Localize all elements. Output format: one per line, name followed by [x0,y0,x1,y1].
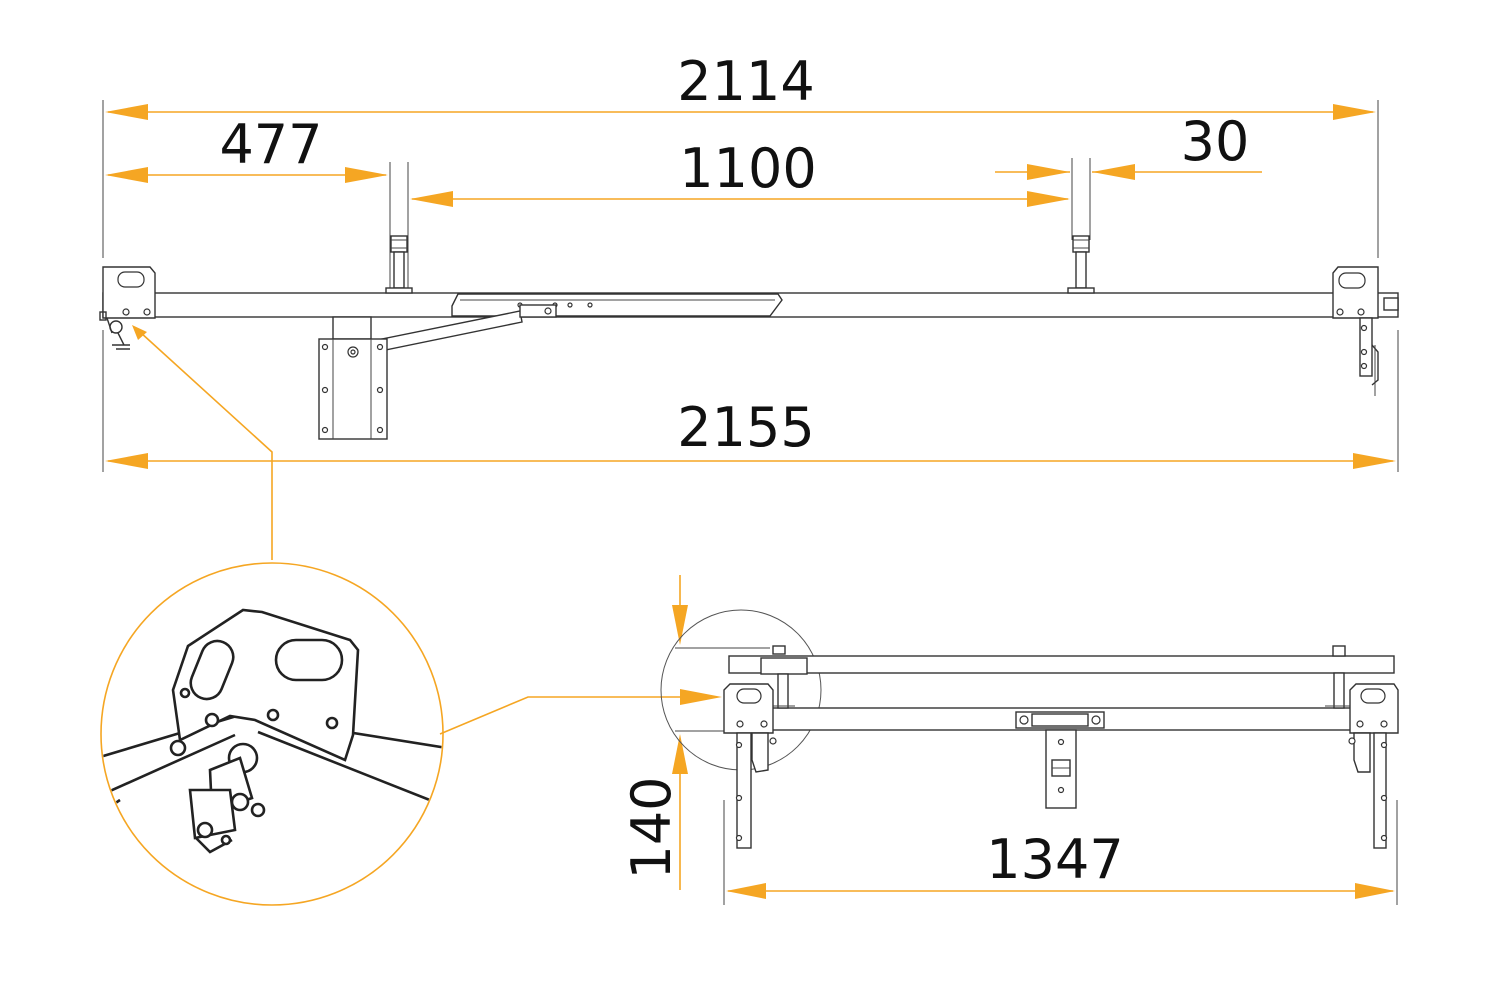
right-post [1067,235,1095,294]
dimension-label-140: 140 [620,776,683,879]
left-end-bracket [99,266,156,350]
dimension-30: 30 [995,110,1262,180]
gas-strut [371,304,557,353]
rack-side-view [99,235,1399,440]
dimension-label-2114: 2114 [677,50,814,113]
dimension-label-2155: 2155 [677,396,814,459]
dimension-2114: 2114 [105,50,1376,120]
dimension-label-1100: 1100 [679,137,816,200]
rack-front-view [660,609,1399,849]
dimension-label-30: 30 [1181,110,1250,173]
slide-rail [451,293,783,317]
dimension-label-1347: 1347 [986,828,1123,891]
front-right-bracket [1348,683,1399,849]
front-left-bracket [723,683,777,849]
top-dimensions: 2114 477 1100 30 [102,50,1399,472]
dimension-1100: 1100 [410,137,1070,207]
dimension-2155: 2155 [102,330,1399,472]
detail-zoom [102,608,442,854]
side-dimensions: 140 1347 [620,575,1398,905]
mounting-foot [318,316,388,440]
detail-callout [100,325,722,906]
right-end-bracket [1332,266,1399,396]
left-post [385,235,413,294]
dimension-140: 140 [620,575,770,890]
dimension-label-477: 477 [219,113,322,176]
dimension-1347: 1347 [723,800,1398,905]
dimension-477: 477 [105,113,388,183]
center-clamp [1015,711,1105,809]
